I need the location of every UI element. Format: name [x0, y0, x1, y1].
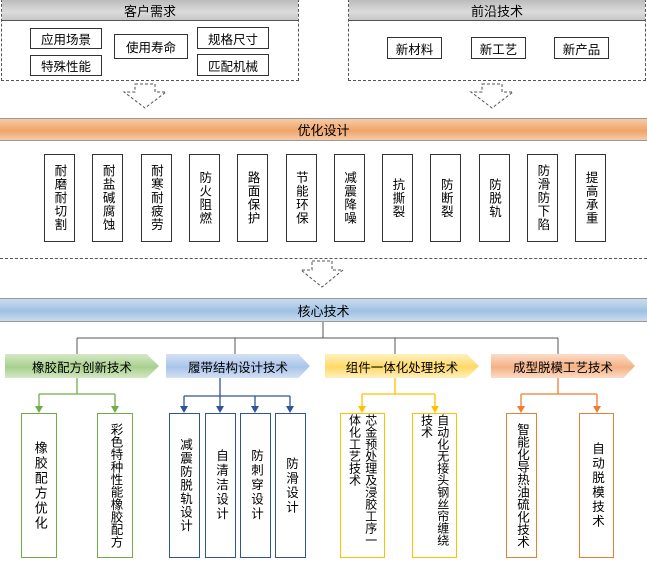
optimize-item-anti-slip-sink: 防滑防下陷	[527, 154, 558, 242]
category-component-integration: 组件一体化处理技术	[325, 354, 479, 378]
core-title: 核心技术	[0, 298, 647, 322]
tech-anti-slip-design: 防滑设计	[275, 413, 306, 558]
tech-self-cleaning-design: 自清洁设计	[205, 413, 236, 558]
optimize-item-load-increase: 提高承重	[575, 154, 607, 242]
need-special-performance: 特殊性能	[30, 55, 102, 76]
category-molding-demolding: 成型脱模工艺技术	[491, 354, 635, 378]
branch-orange	[517, 378, 601, 413]
branch-blue	[180, 378, 294, 413]
need-service-life: 使用寿命	[114, 34, 188, 59]
optimize-item-saline-corrosion-resist: 耐盐碱腐蚀	[92, 154, 124, 242]
optimize-item-cold-fatigue-resist: 耐寒耐疲劳	[140, 154, 172, 242]
category-track-structure: 履带结构设计技术	[166, 354, 310, 378]
optimize-item-fire-retardant: 防火阻燃	[188, 154, 220, 242]
tech-auto-demolding: 自动脱模技术	[579, 413, 614, 558]
optimize-item-tear-resist: 抗撕裂	[382, 154, 414, 242]
optimize-item-wear-cut-resist: 耐磨耐切割	[44, 154, 75, 242]
tech-intelligent-oil-vulcanization: 智能化导热油硫化技术	[506, 413, 537, 558]
need-spec-size: 规格尺寸	[197, 27, 269, 49]
frontier-new-material: 新材料	[387, 37, 442, 59]
down-arrow-left	[122, 83, 168, 109]
frontier-new-product: 新产品	[554, 37, 609, 59]
optimize-item-break-resist: 防断裂	[430, 154, 462, 242]
need-application-scene: 应用场景	[30, 28, 102, 49]
branch-yellow	[358, 378, 439, 413]
optimize-title: 优化设计	[0, 118, 647, 141]
optimize-item-road-protection: 路面保护	[237, 154, 269, 242]
tech-shock-derail-design: 减震防脱轨设计	[169, 413, 200, 558]
frontier-tech-title: 前沿技术	[349, 0, 645, 21]
tech-puncture-proof-design: 防刺穿设计	[240, 413, 271, 558]
tech-core-pretreatment-dipping: 芯金预处理及浸胶工序一体化工艺技术	[340, 413, 385, 558]
tech-color-special-rubber: 彩色特种性能橡胶配方	[97, 413, 133, 558]
down-arrow-right	[469, 83, 515, 109]
tech-jointless-steel-cord: 自动化无接头钢丝帘缠绕技术	[412, 413, 457, 558]
branch-green	[35, 378, 119, 413]
need-matching-machinery: 匹配机械	[197, 54, 269, 76]
frontier-tech-panel	[348, 0, 646, 81]
optimize-item-derail-resist: 防脱轨	[478, 154, 510, 242]
tech-rubber-formula-optimization: 橡胶配方优化	[21, 413, 57, 558]
optimize-item-energy-eco: 节能环保	[285, 154, 317, 242]
down-arrow-center	[299, 260, 345, 288]
customer-needs-panel	[1, 0, 299, 81]
core-tree	[76, 322, 559, 354]
customer-needs-title: 客户需求	[2, 0, 298, 21]
category-rubber-formula: 橡胶配方创新技术	[5, 354, 159, 378]
optimize-item-shock-noise-reduction: 减震降噪	[333, 154, 365, 242]
frontier-new-process: 新工艺	[471, 37, 526, 59]
